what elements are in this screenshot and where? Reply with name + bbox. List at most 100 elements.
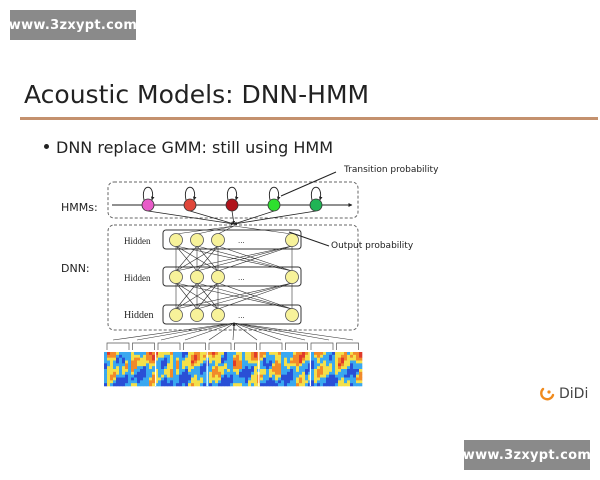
spectrogram-cell xyxy=(332,371,336,375)
spectrogram-cell xyxy=(200,374,204,378)
spectrogram-cell xyxy=(116,357,120,361)
spectrogram-cell xyxy=(143,377,147,381)
spectrogram-cell xyxy=(176,374,180,378)
spectrogram-cell xyxy=(320,371,324,375)
spectrogram-cell xyxy=(140,357,144,361)
spectrogram-cell xyxy=(326,366,330,370)
spectrogram-cell xyxy=(221,371,225,375)
spectrogram-cell xyxy=(179,377,183,381)
spectrogram-cell xyxy=(335,371,339,375)
spectrogram-cell xyxy=(134,371,138,375)
spectrogram-cell xyxy=(266,374,270,378)
spectrogram-cell xyxy=(245,369,249,373)
spectrogram-cell xyxy=(278,371,282,375)
spectrogram-cell xyxy=(263,383,267,387)
spectrogram-cell xyxy=(221,354,225,358)
spectrogram-cell xyxy=(239,383,243,387)
spectrogram-cell xyxy=(125,377,129,381)
spectrogram-cell xyxy=(290,377,294,381)
spectrogram-cell xyxy=(155,366,159,370)
spectrogram-cell xyxy=(104,371,108,375)
spectrogram-cell xyxy=(326,380,330,384)
spectrogram-cell xyxy=(143,369,147,373)
slide-title: Acoustic Models: DNN-HMM xyxy=(24,80,370,109)
spectrogram-cell xyxy=(356,383,360,387)
spectrogram-cell xyxy=(119,371,123,375)
spectrogram-cell xyxy=(212,354,216,358)
input-line xyxy=(233,322,354,341)
spectrogram-cell xyxy=(173,377,177,381)
spectrogram-cell xyxy=(179,369,183,373)
spectrogram-cell xyxy=(287,380,291,384)
spectrogram-cell xyxy=(314,352,318,356)
spectrogram-cell xyxy=(146,374,150,378)
spectrogram-cell xyxy=(221,383,225,387)
spectrogram-cell xyxy=(242,352,246,356)
spectrogram-cell xyxy=(359,383,363,387)
spectrogram-cell xyxy=(269,374,273,378)
spectrogram-cell xyxy=(278,357,282,361)
spectrogram-cell xyxy=(284,357,288,361)
spectrogram-cell xyxy=(299,377,303,381)
spectrogram-cell xyxy=(239,377,243,381)
spectrogram-cell xyxy=(116,383,120,387)
hidden-label-3: Hidden xyxy=(124,310,153,321)
spectrogram-cell xyxy=(182,363,186,367)
spectrogram-cell xyxy=(338,366,342,370)
dnn-node xyxy=(211,233,225,247)
connection-line xyxy=(175,282,198,310)
spectrogram-cell xyxy=(293,377,297,381)
spectrogram-cell xyxy=(260,366,264,370)
spectrogram-cell xyxy=(212,371,216,375)
spectrogram-cell xyxy=(335,352,339,356)
spectrogram-cell xyxy=(251,377,255,381)
spectrogram-cell xyxy=(137,366,141,370)
spectrogram-cell xyxy=(350,383,354,387)
spectrogram-cell xyxy=(278,369,282,373)
spectrogram-cell xyxy=(344,371,348,375)
spectrogram-cell xyxy=(203,383,207,387)
spectrogram-cell xyxy=(308,383,312,387)
spectrogram-cell xyxy=(290,352,294,356)
spectrogram-cell xyxy=(104,369,108,373)
spectrogram-cell xyxy=(317,371,321,375)
spectrogram-cell xyxy=(236,354,240,358)
spectrogram-cell xyxy=(164,377,168,381)
spectrogram-cell xyxy=(296,354,300,358)
spectrogram-cell xyxy=(116,366,120,370)
hmm-states xyxy=(141,198,323,212)
spectrogram-cell xyxy=(266,377,270,381)
spectrogram-cell xyxy=(263,374,267,378)
spectrogram-cell xyxy=(152,354,156,358)
spectrogram-cell xyxy=(173,363,177,367)
spectrogram-cell xyxy=(233,380,237,384)
spectrogram-cell xyxy=(248,366,252,370)
spectrogram-cell xyxy=(314,369,318,373)
spectrogram-cell xyxy=(173,354,177,358)
spectrogram-cell xyxy=(116,371,120,375)
spectrogram-cell xyxy=(356,357,360,361)
spectrogram-cell xyxy=(173,366,177,370)
spectrogram-cell xyxy=(353,352,357,356)
spectrogram-cell xyxy=(353,369,357,373)
spectrogram-cell xyxy=(173,357,177,361)
spectrogram-cell xyxy=(341,371,345,375)
spectrogram-cell xyxy=(278,380,282,384)
spectrogram-cell xyxy=(200,354,204,358)
spectrogram-cell xyxy=(173,369,177,373)
spectrogram-cell xyxy=(341,377,345,381)
spectrogram-cell xyxy=(359,369,363,373)
spectrogram-cell xyxy=(242,380,246,384)
spectrogram-cell xyxy=(350,374,354,378)
spectrogram-cell xyxy=(347,357,351,361)
spectrogram-cell xyxy=(191,369,195,373)
spectrogram-cell xyxy=(203,357,207,361)
spectrogram-cell xyxy=(275,360,279,364)
spectrogram-cell xyxy=(260,369,264,373)
spectrogram-cell xyxy=(227,374,231,378)
spectrogram-cell xyxy=(110,363,114,367)
spectrogram-cell xyxy=(200,363,204,367)
spectrogram-cell xyxy=(143,354,147,358)
spectrogram-cell xyxy=(191,357,195,361)
spectrogram-cell xyxy=(269,383,273,387)
